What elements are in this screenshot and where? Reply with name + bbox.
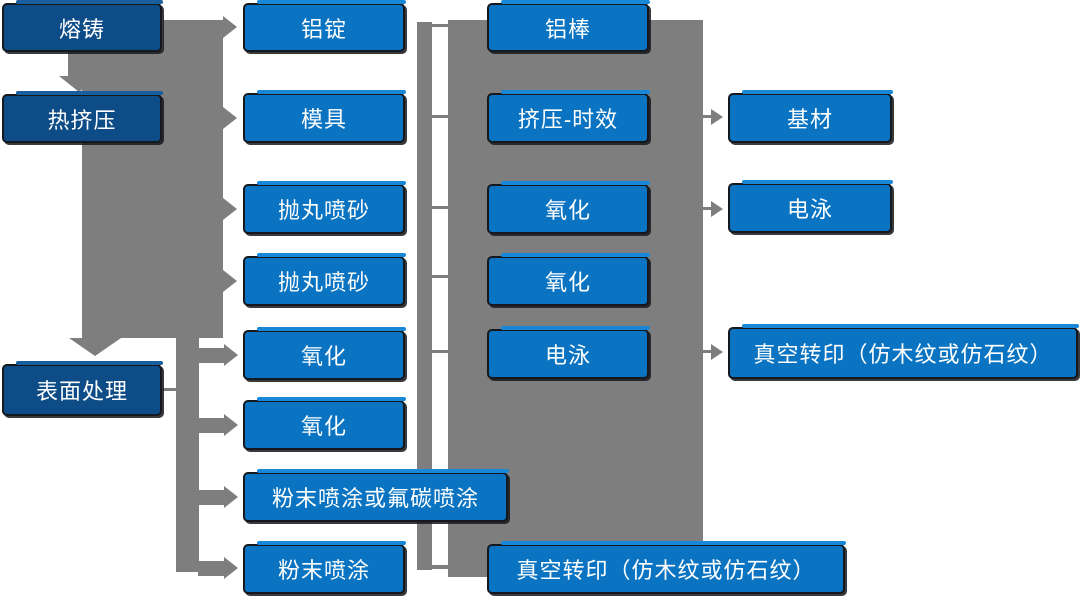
flow-node-zhenkongzhuanyin-2: 真空转印（仿木纹或仿石纹） bbox=[728, 324, 1079, 379]
flow-node-rongzhu: 熔铸 bbox=[2, 0, 163, 52]
flow-node-jiya-shixiao: 挤压-时效 bbox=[487, 90, 650, 143]
flow-node-paowanpensha-1: 抛丸喷砂 bbox=[243, 181, 406, 234]
flow-node-yanghua-4: 氧化 bbox=[487, 253, 650, 306]
connector-strip-row7 bbox=[198, 490, 226, 505]
connector-line-dianyong bbox=[703, 207, 713, 210]
arrowhead-right-to-dianyong-2 bbox=[711, 201, 723, 217]
flow-node-muju: 模具 bbox=[243, 90, 406, 143]
arrowhead-down-to-biaomianchuli bbox=[69, 338, 121, 356]
arrowhead-right-to-fenmopentu bbox=[224, 557, 238, 579]
connector-line-zhenkong bbox=[703, 350, 713, 353]
connector-stub-row4 bbox=[432, 275, 448, 278]
connector-strip-row5 bbox=[198, 348, 226, 363]
flow-node-fenmo-futan: 粉末喷涂或氟碳喷涂 bbox=[243, 469, 509, 522]
connector-biaomian-link bbox=[163, 388, 179, 391]
arrowhead-right-to-jicai bbox=[711, 109, 723, 125]
flow-node-biaomianchuli: 表面处理 bbox=[2, 361, 163, 416]
connector-stub-row2 bbox=[432, 115, 448, 118]
flow-node-rejiya: 热挤压 bbox=[2, 91, 163, 143]
arrowhead-right-to-zhenkong-2 bbox=[711, 344, 723, 360]
connector-left-lower-bar bbox=[176, 338, 199, 572]
arrowhead-right-to-paowan-2 bbox=[223, 270, 237, 292]
arrowhead-right-to-lvding bbox=[223, 16, 237, 38]
connector-left-arm-top bbox=[163, 20, 223, 50]
arrowhead-right-to-yanghua-2 bbox=[224, 414, 238, 436]
connector-mid-bar bbox=[417, 22, 432, 570]
flow-node-dianyong-1: 电泳 bbox=[487, 326, 650, 379]
flow-node-lvbang: 铝棒 bbox=[487, 0, 650, 52]
arrowhead-right-to-muju bbox=[223, 107, 237, 129]
flow-node-yanghua-1: 氧化 bbox=[243, 327, 406, 380]
connector-stub-row5 bbox=[432, 350, 448, 353]
connector-strip-row6 bbox=[198, 418, 226, 433]
connector-stub-bottom bbox=[432, 565, 487, 569]
arrowhead-right-to-fenmo-futan bbox=[224, 486, 238, 508]
flow-node-dianyong-2: 电泳 bbox=[728, 180, 893, 233]
connector-strip-row8 bbox=[198, 561, 226, 576]
flow-node-jicai: 基材 bbox=[728, 90, 893, 143]
flow-node-fenmopentu: 粉末喷涂 bbox=[243, 541, 406, 594]
connector-rongzhu-down-stub bbox=[68, 50, 90, 76]
flow-node-yanghua-3: 氧化 bbox=[487, 181, 650, 234]
connector-line-jicai bbox=[703, 115, 713, 118]
arrowhead-right-to-paowan-1 bbox=[223, 198, 237, 220]
flow-node-zhenkongzhuanyin-1: 真空转印（仿木纹或仿石纹） bbox=[487, 541, 846, 594]
connector-stub-row1 bbox=[432, 24, 448, 27]
arrowhead-right-to-yanghua-1 bbox=[224, 344, 238, 366]
arrowhead-down-to-rejiya bbox=[59, 76, 99, 92]
flow-node-yanghua-2: 氧化 bbox=[243, 397, 406, 450]
connector-stub-row3 bbox=[432, 206, 448, 209]
flow-node-lvding: 铝锭 bbox=[243, 0, 406, 52]
flow-node-paowanpensha-2: 抛丸喷砂 bbox=[243, 253, 406, 306]
